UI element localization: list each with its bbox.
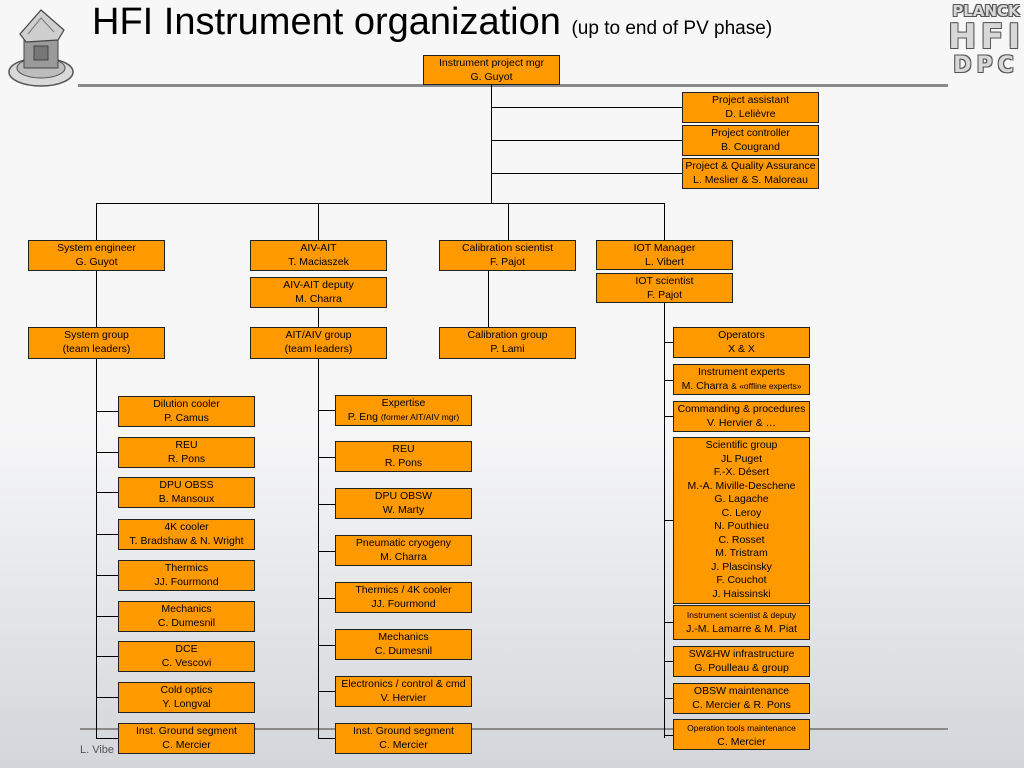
member-name: C. Leroy [721,506,762,519]
planck-satellite-logo [6,4,76,97]
connector-line [318,504,335,505]
connector-line [491,85,492,203]
member-name: JL Puget [720,452,763,465]
connector-line [318,645,335,646]
member-name: F. Couchot [716,574,767,586]
connector-line [318,457,335,458]
member-name: C. Rosset [718,533,765,546]
node-ait-aiv-group: AIT/AIV group(team leaders) [250,327,387,359]
connector-line [96,492,118,493]
connector-line [96,575,118,576]
connector-line [96,203,664,204]
connector-line [96,359,97,738]
member-name: N. Pouthieu [714,520,769,532]
node-aiv-expertise: Expertise P. Eng (former AIT/AIV mgr) [335,395,472,426]
connector-line [491,173,682,174]
connector-line [318,691,335,692]
connector-line [318,410,335,411]
member-name: F.-X. Désert [713,466,770,478]
connector-line [508,203,509,240]
member-name: M.-A. Miville-Deschene [687,479,796,492]
connector-line [491,107,682,108]
page-title: HFI Instrument organization (up to end o… [92,1,773,43]
member-name: G. Lagache [714,493,769,505]
member-name: J. Plascinsky [711,560,772,573]
connector-line [664,520,673,521]
connector-line [96,616,118,617]
connector-line [318,359,319,738]
connector-line [664,698,673,699]
node-iot-instrument-experts: Instrument experts M. Charra & «offline … [673,364,810,395]
connector-line [96,270,97,327]
connector-line [318,738,335,739]
connector-line [664,735,673,736]
planck-hfi-dpc-logo: PLANCK HFI DPC [948,2,1024,78]
connector-line [96,203,97,240]
connector-line [318,308,319,327]
connector-line [664,622,673,623]
node-system-group: System group(team leaders) [28,327,165,359]
connector-line [96,534,118,535]
member-name: J. Haissinski [712,587,771,600]
connector-line [96,697,118,698]
footer-author: L. Vibe [80,744,115,756]
connector-line [488,270,489,327]
connector-line [96,656,118,657]
connector-line [491,140,682,141]
connector-line [664,380,673,381]
connector-line [318,203,319,240]
connector-line [96,411,118,412]
member-name: M. Tristram [715,547,768,559]
node-iot-scientific-group: Scientific group JL Puget F.-X. Désert M… [673,437,810,604]
connector-line [664,661,673,662]
connector-line [664,342,673,343]
connector-line [664,416,673,417]
connector-line [318,598,335,599]
footer-rule [80,728,948,730]
connector-line [96,452,118,453]
connector-line [96,738,118,739]
header-rule [78,84,948,87]
page-subtitle: (up to end of PV phase) [571,18,773,39]
connector-line [664,203,665,240]
connector-line [318,551,335,552]
